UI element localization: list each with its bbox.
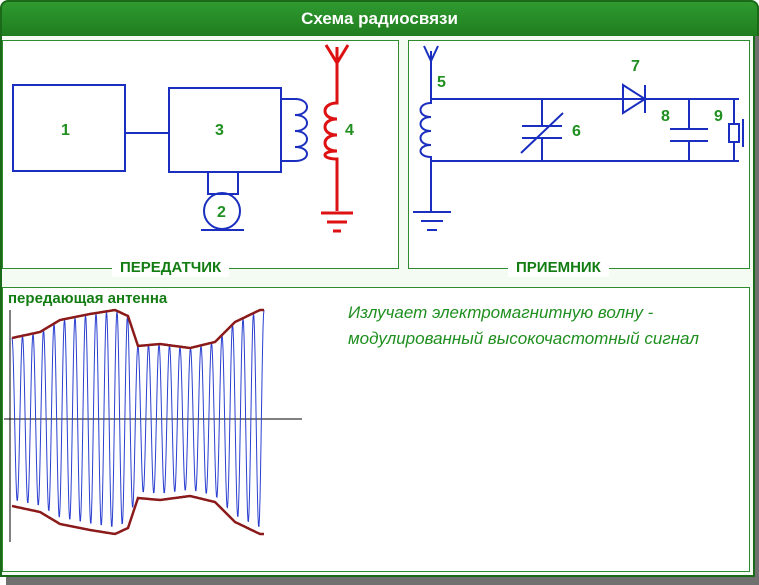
antenna-top [324,44,350,66]
label-9: 9 [714,108,723,125]
waveform-description: Излучает электромагнитную волну - модули… [348,303,699,348]
rx-coil [419,99,432,161]
transmitter-coil [281,98,308,162]
envelope-top [11,308,264,350]
antenna-coil [323,97,339,211]
receiver-diagram: 5 6 7 8 9 [413,45,744,231]
window-shadow-bottom [6,575,759,585]
label-3: 3 [215,122,224,139]
label-1: 1 [61,122,70,139]
label-4: 4 [345,122,354,139]
envelope-bottom [11,494,264,536]
block-3 [168,87,282,173]
window-shadow-right [753,8,759,578]
receiver-legend: ПРИЕМНИК [508,259,609,277]
waveform-title: передающая антенна [8,290,168,307]
transmitter-diagram: 1 3 2 4 [12,44,354,233]
label-8: 8 [661,108,670,125]
label-7: 7 [631,58,640,75]
block-1 [12,84,126,172]
transmitter-panel: 1 3 2 4 [2,40,399,269]
window-title: Схема радиосвязи [301,9,458,28]
transmitter-legend: ПЕРЕДАТЧИК [112,259,230,277]
label-6: 6 [572,123,581,140]
rx-antenna-top [423,45,439,64]
waveform-plot [4,308,302,542]
title-bar: Схема радиосвязи [0,0,759,36]
wire-3-2 [207,172,239,195]
label-2: 2 [217,204,226,221]
receiver-panel: 5 6 7 8 9 [408,40,750,269]
earphone-icon [728,123,740,143]
cap6-arrow [520,112,564,154]
label-5: 5 [437,74,446,91]
diode-7 [622,83,647,115]
